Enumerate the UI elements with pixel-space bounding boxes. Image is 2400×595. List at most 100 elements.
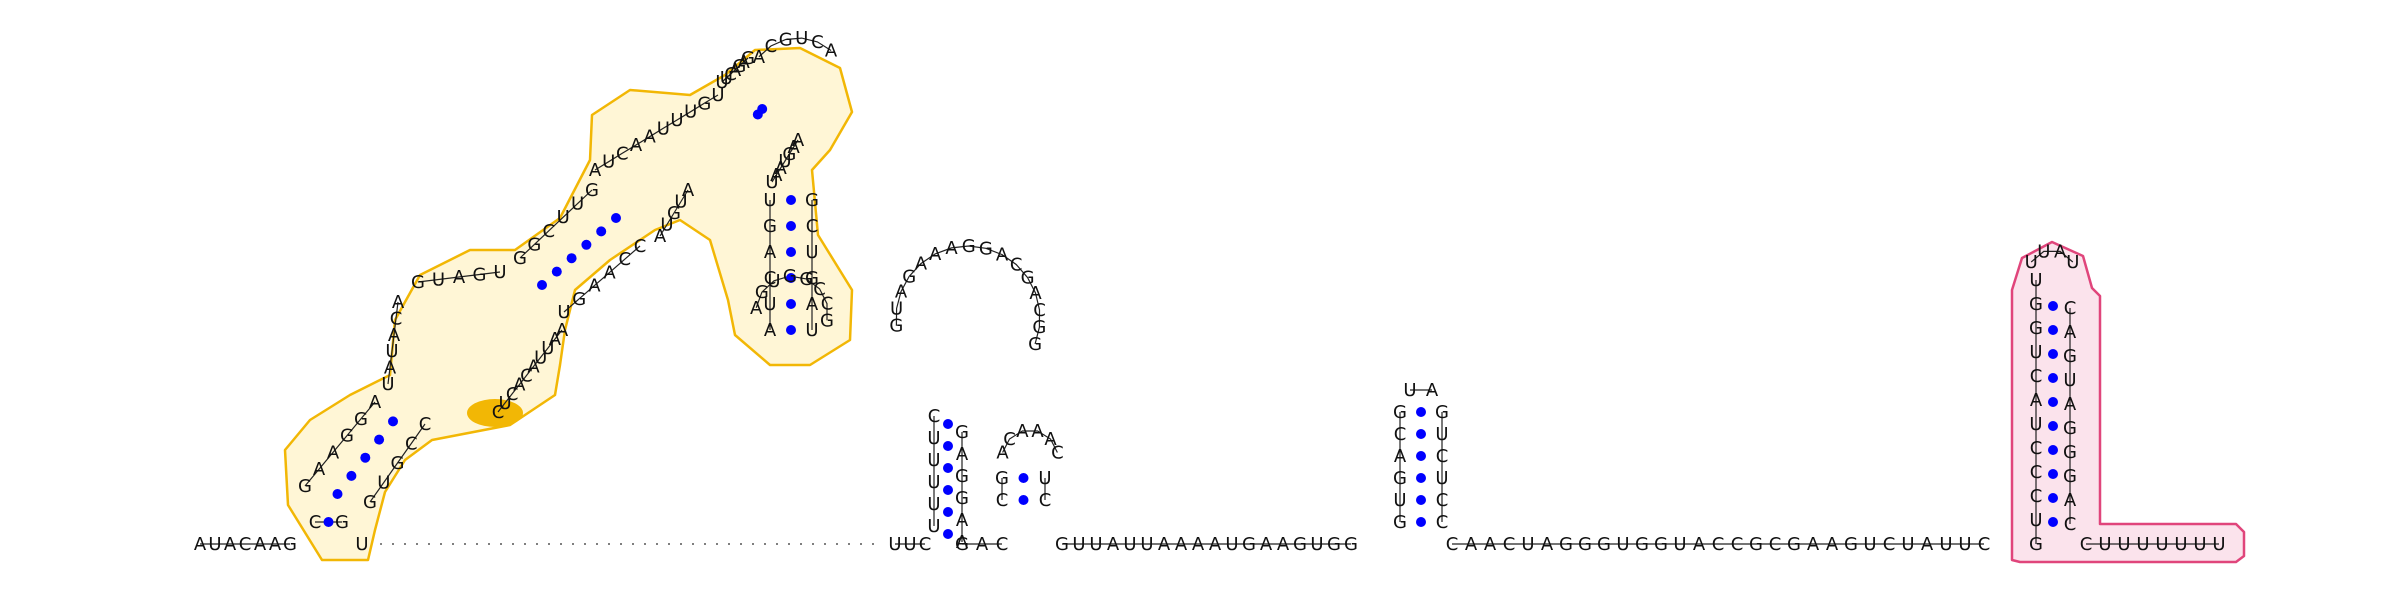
nucleotide-terminator-stem-3-7: G <box>2063 442 2077 463</box>
nucleotide-stem-p4-3-1: U <box>805 320 818 341</box>
backbone-junction-j4 <box>659 189 689 237</box>
nucleotide-hairpin-a-loop-7: A <box>945 238 958 259</box>
nucleotide-hairpin-b-stem-3-4: U <box>1435 468 1448 489</box>
nucleotide-stem-s2-5-6: G <box>585 180 599 201</box>
nucleotide-linker-c-7: G <box>1559 534 1573 555</box>
base-pair-p4-1 <box>786 195 796 205</box>
nucleotide-stem-p4-3-2: A <box>806 294 819 315</box>
nucleotide-terminator-stem-3-5: A <box>2064 394 2077 415</box>
nucleotide-loop-top-5: C <box>811 32 824 53</box>
nucleotide-loop-top-3: G <box>779 30 793 51</box>
nucleotide-linker-b-12: G <box>1242 534 1256 555</box>
base-pair-terminator-10 <box>2048 301 2058 311</box>
base-pair-p2-5 <box>596 226 607 237</box>
nucleotide-loop-l2-7: U <box>670 110 683 131</box>
nucleotide-terminator-loop-3: A <box>2054 241 2067 262</box>
base-pair-hairpin-a-inner-1 <box>1018 495 1029 505</box>
nucleotide-junction-j1-4: G <box>473 265 487 286</box>
nucleotide-hairpin-b-stem-5-3: G <box>1393 468 1407 489</box>
base-pair-hairpin-a-3 <box>943 485 953 495</box>
nucleotide-terminator-stem-5-2: U <box>2029 510 2042 531</box>
base-pair-p1-3 <box>360 452 371 463</box>
nucleotide-p1-5-1: G <box>298 476 312 497</box>
nucleotide-terminator-stem-5-1: G <box>2029 534 2043 555</box>
nucleotide-p1-5-4: G <box>340 426 354 447</box>
nucleotide-stem-p1-3-3: G <box>391 453 405 474</box>
nucleotide-stem-s3-3-1: A <box>792 130 805 151</box>
nucleotide-terminator-stem-3-4: U <box>2063 370 2076 391</box>
nucleotide-hairpin-b-stem-3-1: G <box>1435 402 1449 423</box>
nucleotide-stem-s3-3-2: A <box>788 137 801 158</box>
nucleotide-hairpin-a-inner-loop-6: C <box>1051 443 1064 464</box>
nucleotide-loop-l2-1: A <box>589 160 602 181</box>
nucleotide-hairpin-a-exit-3: C <box>996 534 1009 555</box>
nucleotide-hairpin-a-inner-loop-5: A <box>1044 429 1057 450</box>
nucleotide-hairpin-a-stem-5-4: U <box>927 450 940 471</box>
nucleotide-junction-j4-5: A <box>654 226 667 247</box>
nucleotide-terminator-stem-3-10: C <box>2064 514 2077 535</box>
nucleotide-riboswitch-tail-3: U <box>541 338 554 359</box>
nucleotide-hairpin-b-stem-5-4: A <box>1394 446 1407 467</box>
nucleotide-hairpin-b-stem-3-6: C <box>1436 512 1449 533</box>
nucleotide-linker-c-12: G <box>1654 534 1668 555</box>
base-pair-p0-1 <box>323 517 334 527</box>
nucleotide-terminator-stem-5-11: G <box>2029 294 2043 315</box>
nucleotide-riboswitch-end-1: U <box>355 534 368 555</box>
nucleotide-leader-2: U <box>208 534 221 555</box>
nucleotide-stem-s2-3-3: A <box>603 262 616 283</box>
nucleotide-terminator-stem-3-1: C <box>2064 298 2077 319</box>
base-pair-terminator-6 <box>2048 397 2058 407</box>
nucleotide-stem-p4-5-2: G <box>763 216 777 237</box>
nucleotide-linker-c-9: G <box>1597 534 1611 555</box>
nucleotide-linker-c-16: C <box>1731 534 1744 555</box>
nucleotide-terminator-tail-3: U <box>2117 534 2130 555</box>
nucleotide-loop-p4-3: U <box>767 271 780 292</box>
nucleotide-loop-top-4: U <box>795 28 808 49</box>
nucleotide-hairpin-a-stem-3-2: A <box>956 444 969 465</box>
nucleotide-linker-b-9: A <box>1192 534 1205 555</box>
nucleotide-terminator-stem-5-9: U <box>2029 342 2042 363</box>
nucleotide-junction-j4-2: U <box>674 192 687 213</box>
nucleotide-hairpin-a-inner-loop-1: A <box>996 443 1009 464</box>
nucleotide-linker-c-1: C <box>1446 534 1459 555</box>
backbone-stem-s3-5 <box>721 57 749 83</box>
base-pair-p4-2 <box>786 221 796 231</box>
nucleotide-loop-l1-4: A <box>388 325 401 346</box>
nucleotide-linker-c-20: A <box>1807 534 1820 555</box>
nucleotide-hairpin-a-linker-2: U <box>903 534 916 555</box>
nucleotide-stem-p4-5-3: A <box>764 242 777 263</box>
nucleotide-linker-c-10: U <box>1616 534 1629 555</box>
nucleotide-stem-p4-5-6: A <box>764 320 777 341</box>
nucleotide-linker-b-4: A <box>1107 534 1120 555</box>
nucleotide-hairpin-a-stem-3-6: A <box>956 532 969 553</box>
nucleotide-linker-c-25: U <box>1901 534 1914 555</box>
nucleotide-linker-c-19: G <box>1787 534 1801 555</box>
nucleotide-stem-s2-5-2: G <box>527 234 541 255</box>
nucleotide-stem-s3-3-7: U <box>765 172 778 193</box>
nucleotide-terminator-stem-3-3: G <box>2063 346 2077 367</box>
nucleotide-linker-c-4: C <box>1503 534 1516 555</box>
nucleotide-stem-p4-5-4: C <box>764 268 777 289</box>
base-pair-hairpin-a-5 <box>943 441 953 451</box>
base-pair-terminator-1 <box>2048 517 2058 527</box>
base-pair-hairpin-b-3 <box>1416 473 1426 483</box>
nucleotide-linker-b-1: G <box>1055 534 1069 555</box>
nucleotide-loop-l1-3: U <box>385 341 398 362</box>
base-pair-p2-1 <box>537 280 547 290</box>
nucleotide-terminator-tail-7: U <box>2193 534 2206 555</box>
nucleotide-stem-p1-3-2: C <box>405 434 418 455</box>
nucleotide-hairpin-a-inner-loop-4: A <box>1031 421 1044 442</box>
nucleotide-loop-top-2: C <box>765 36 778 57</box>
nucleotide-linker-c-17: G <box>1749 534 1763 555</box>
nucleotide-linker-b-6: U <box>1140 534 1153 555</box>
base-pair-p4-3 <box>786 247 796 257</box>
nucleotide-linker-b-10: A <box>1209 534 1222 555</box>
nucleotide-linker-b-7: A <box>1158 534 1171 555</box>
nucleotide-stem-s3-5-3: C <box>724 64 737 85</box>
backbone-hairpin-a-loop <box>895 245 1041 345</box>
nucleotide-stem-s2-5-5: U <box>571 194 584 215</box>
nucleotide-loop-p4-1: A <box>750 298 763 319</box>
nucleotide-terminator-stem-5-3: C <box>2030 486 2043 507</box>
nucleotide-hairpin-a-loop-2: U <box>890 298 903 319</box>
